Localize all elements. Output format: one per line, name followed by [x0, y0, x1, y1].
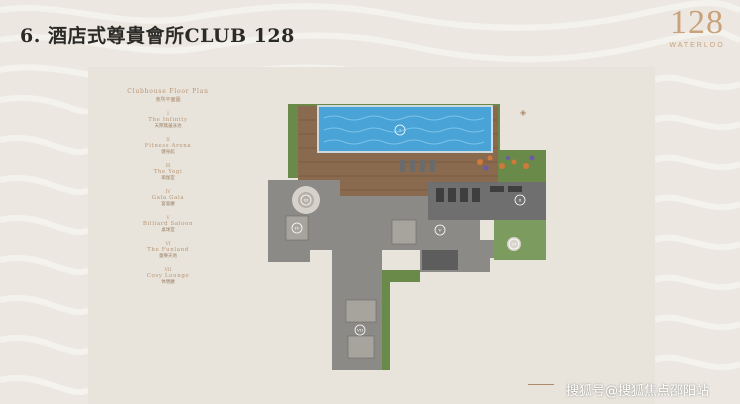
legend-item-name: The Funland — [147, 247, 189, 253]
legend-item-name: Gala Gala — [151, 195, 185, 201]
north-arrow-icon: ◈ — [520, 108, 527, 117]
legend-item-name: The Yogi — [153, 169, 183, 175]
legend-item-name: Fitness Arena — [144, 143, 192, 149]
lawn-area — [382, 270, 420, 370]
legend-item: VI The Funland 童樂天地 — [118, 242, 218, 259]
infinity-pool — [317, 105, 493, 153]
clubhouse-interior — [268, 180, 546, 370]
marker-7: VII — [356, 328, 363, 333]
legend-item-name-zh: 桌球室 — [161, 228, 175, 233]
legend-item-number: VI — [165, 242, 171, 247]
legend-item: VII Cosy Lounge 休憩廳 — [118, 268, 218, 285]
legend-item: III The Yogi 瑜伽室 — [118, 164, 218, 181]
watermark: 搜狐号@搜狐焦点邵阳站 — [566, 384, 710, 399]
legend-item: V Billiard Saloon 桌球室 — [118, 216, 218, 233]
legend-item-name-zh: 童樂天地 — [159, 254, 177, 259]
marker-3: III — [304, 198, 309, 203]
clubhouse-floor-plan: I II III IV V VI VII — [268, 104, 546, 370]
legend-item-name-zh: 天際無邊泳池 — [154, 124, 182, 129]
marker-1: I — [399, 128, 401, 133]
legend-item-name: The Infinity — [148, 117, 188, 123]
legend-item-number: I — [167, 112, 169, 117]
fitness-arena-area — [428, 182, 546, 220]
funland-area — [494, 220, 546, 260]
legend-heading: Clubhouse Floor Plan — [127, 88, 209, 95]
brand-logo: 128 WATERLOO — [664, 4, 730, 50]
legend-item-name-zh: 宴會廳 — [161, 202, 175, 207]
legend-item: IV Gala Gala 宴會廳 — [118, 190, 218, 207]
logo-number: 128 — [670, 4, 724, 41]
marker-4: IV — [295, 226, 300, 231]
legend-item-number: V — [166, 216, 170, 221]
legend-item: I The Infinity 天際無邊泳池 — [118, 112, 218, 129]
legend-item-name-zh: 瑜伽室 — [161, 176, 175, 181]
legend-item-name: Cosy Lounge — [146, 273, 190, 279]
floor-plan-legend: Clubhouse Floor Plan 會所平面圖 I The Infinit… — [118, 88, 218, 294]
legend-item-name: Billiard Saloon — [142, 221, 194, 227]
legend-item-number: III — [165, 164, 171, 169]
legend-item-number: IV — [165, 190, 171, 195]
legend-item: II Fitness Arena 健身館 — [118, 138, 218, 155]
page-title: 6. 酒店式尊貴會所CLUB 128 — [20, 25, 295, 47]
legend-item-name-zh: 健身館 — [161, 150, 175, 155]
logo-subtitle: WATERLOO — [669, 42, 725, 49]
marker-2: II — [518, 198, 522, 203]
marker-5: V — [438, 228, 442, 233]
legend-item-number: VII — [164, 268, 172, 273]
legend-item-number: II — [166, 138, 170, 143]
legend-item-name-zh: 休憩廳 — [161, 280, 175, 285]
marker-6: VI — [511, 242, 517, 247]
legend-heading-zh: 會所平面圖 — [155, 97, 181, 103]
scale-bar — [528, 384, 554, 387]
